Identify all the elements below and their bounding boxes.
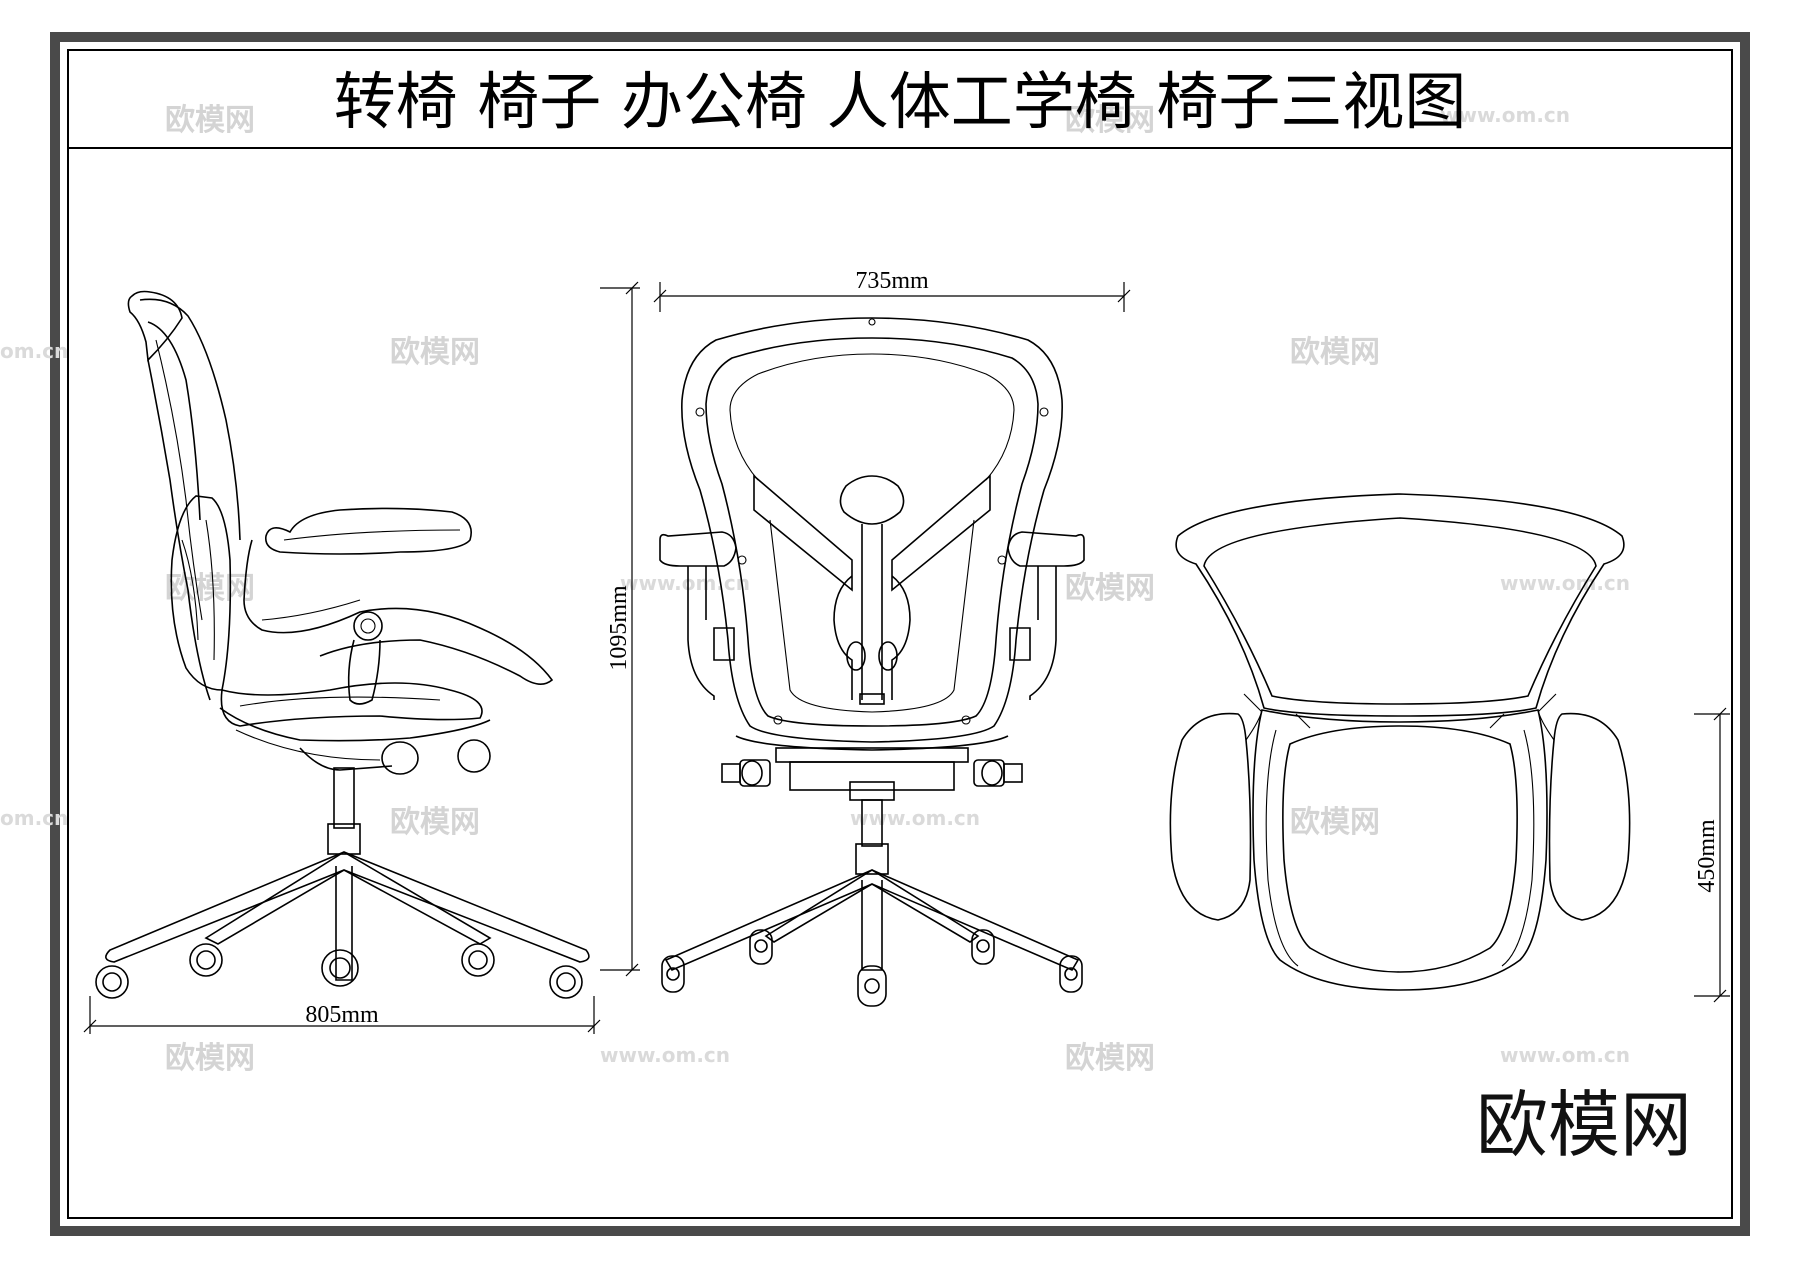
watermark-6: om.cn [0,339,68,363]
watermark-1: 欧模网 [165,103,255,138]
watermark-5: 欧模网 [1290,335,1380,370]
watermark-15: 欧模网 [165,1041,255,1076]
watermark-12: 欧模网 [1290,805,1380,840]
watermark-7: www.om.cn [620,571,750,595]
dimension-label-805: 805mm [305,1002,379,1028]
drawing-border [67,49,1733,1219]
watermark-2: 欧模网 [1065,103,1155,138]
front-view-chair [659,317,1085,1007]
dimension-label-735: 735mm [855,268,929,294]
watermark-17: www.om.cn [600,1043,730,1067]
top-view-chair [1169,493,1631,991]
watermark-16: 欧模网 [1065,1041,1155,1076]
brand-logo-text: 欧模网 [1476,1083,1692,1167]
watermark-8: 欧模网 [165,571,255,606]
dimension-front-width: 735mm [653,268,1131,312]
watermark-9: 欧模网 [1065,571,1155,606]
dimension-side-width: 805mm [83,996,601,1034]
watermark-13: www.om.cn [850,806,980,830]
watermark-10: www.om.cn [1500,571,1630,595]
side-view-chair [95,290,590,999]
dimension-seat-depth: 450mm [1694,707,1730,1003]
watermark-11: 欧模网 [390,805,480,840]
dimension-label-450: 450mm [1694,819,1720,893]
watermark-layer: 欧模网 欧模网 www.om.cn 欧模网 欧模网 om.cn www.om.c… [0,103,1630,1076]
dimension-label-1095: 1095mm [606,585,632,671]
dimension-height: 1095mm [600,281,640,977]
watermark-3: www.om.cn [1440,103,1570,127]
inner-frame [60,42,1740,1226]
watermark-4: 欧模网 [390,335,480,370]
watermark-14: om.cn [0,806,68,830]
drawing-title: 转椅 椅子 办公椅 人体工学椅 椅子三视图 [334,65,1467,138]
watermark-18: www.om.cn [1500,1043,1630,1067]
